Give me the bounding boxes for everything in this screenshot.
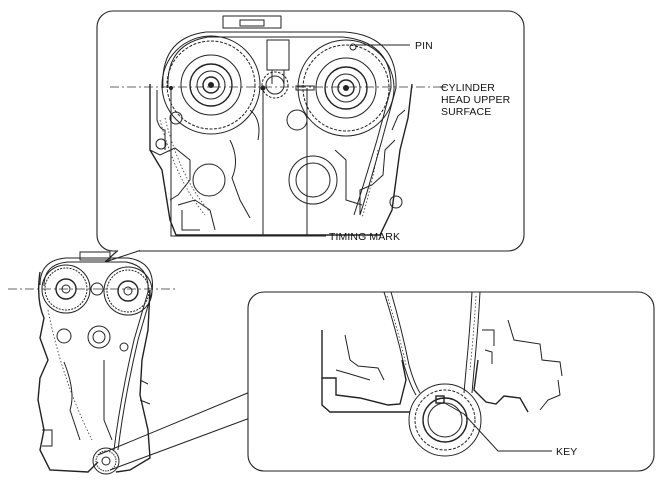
overview-right-sprocket [103, 266, 153, 316]
bottom-belt-left [383, 292, 417, 396]
lower-block-left [321, 330, 407, 406]
cylinder-label-line2: HEAD UPPER [441, 94, 511, 106]
top-view-frame [96, 10, 525, 252]
pin-marker [349, 43, 357, 51]
timing-mark-label: TIMING MARK [329, 231, 400, 243]
cylinder-label-line1: CYLINDER [441, 82, 495, 94]
right-camshaft-sprocket [297, 39, 395, 137]
left-camshaft-sprocket [161, 35, 261, 135]
camshaft-detail-view: PIN CYLINDER HEAD UPPER SURFACE TIMING M… [96, 10, 525, 263]
crankshaft-key [435, 395, 445, 404]
overview-belt [39, 257, 153, 451]
bottom-view-frame [247, 291, 655, 472]
cylinder-label-line3: SURFACE [441, 106, 491, 118]
timing-mark-right [295, 85, 315, 91]
bottom-view-callout-line-upper [97, 391, 251, 456]
key-leader [442, 401, 552, 452]
center-bracket [266, 39, 290, 71]
timing-mark-leader [170, 235, 326, 237]
crankshaft-detail-view: KEY [247, 291, 655, 472]
overview-left-sprocket [41, 264, 91, 314]
crankshaft-sprocket [408, 383, 482, 457]
idler-gear [261, 71, 289, 99]
lower-block-right [473, 359, 529, 413]
bottom-view-callout-line-lower [109, 417, 251, 471]
overview-crank-sprocket [92, 447, 120, 475]
bottom-belt-right [463, 292, 473, 394]
cylinder-head-outline [149, 83, 413, 236]
key-label: KEY [556, 446, 577, 458]
top-bracket [222, 15, 282, 29]
engine-overview [8, 251, 251, 475]
pin-label: PIN [415, 40, 433, 52]
